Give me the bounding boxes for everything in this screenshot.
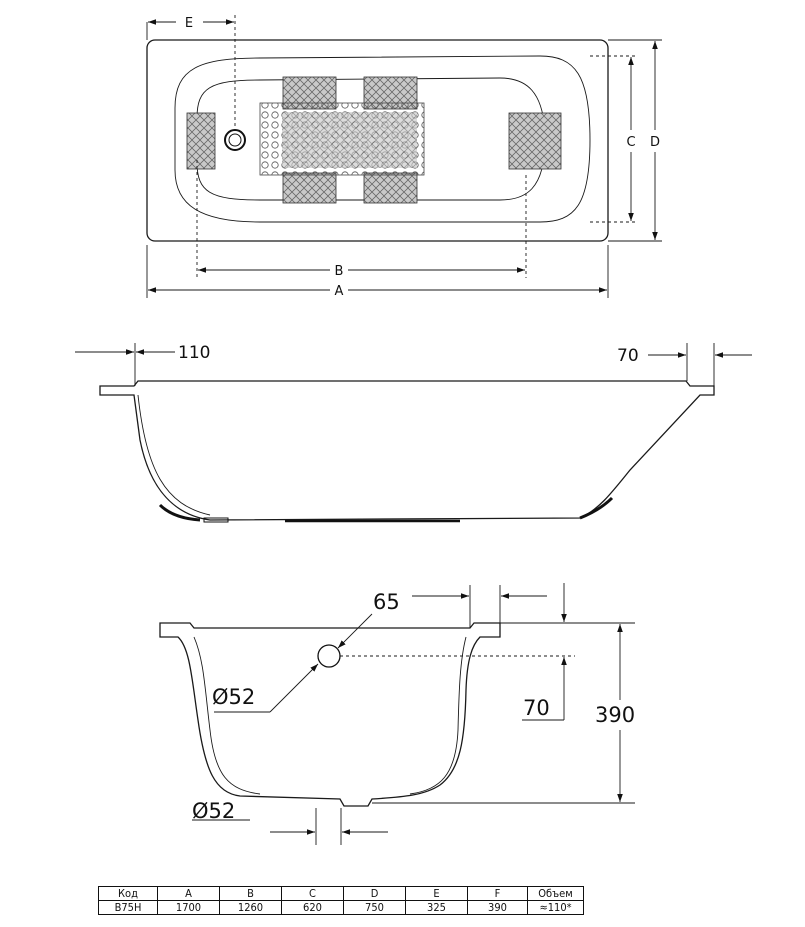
antislip-bottom-2 [363, 172, 418, 204]
overflow-hole [317, 644, 341, 668]
spec-cell-e: 325 [405, 900, 468, 915]
spec-cell-b: 1260 [219, 900, 282, 915]
label-right-rim: 70 [617, 346, 639, 366]
spec-header-f: F [467, 886, 528, 901]
antislip-right [508, 112, 562, 170]
spec-cell-code: B75H [98, 900, 158, 915]
spec-cell-c: 620 [281, 900, 344, 915]
side-view: 110 70 [75, 343, 752, 523]
spec-header-d: D [343, 886, 406, 901]
table-row: B75H 1700 1260 620 750 325 390 ≈110* [98, 900, 584, 915]
spec-cell-volume: ≈110* [527, 900, 584, 915]
antislip-left [186, 112, 216, 170]
spec-table: Код A B C D E F Объем B75H 1700 1260 620… [98, 886, 584, 915]
spec-header-volume: Объем [527, 886, 584, 901]
spec-cell-d: 750 [343, 900, 406, 915]
drain-hole-top [224, 129, 246, 151]
label-a: A [335, 284, 344, 299]
label-c: C [626, 135, 635, 150]
spec-cell-a: 1700 [157, 900, 220, 915]
label-e: E [185, 16, 193, 31]
tub-inner-top [174, 55, 591, 223]
label-left-rim: 110 [178, 343, 210, 363]
spec-header-c: C [281, 886, 344, 901]
label-b: B [335, 264, 344, 279]
spec-header-b: B [219, 886, 282, 901]
label-d: D [650, 135, 660, 150]
drain-hole-top-inner [228, 133, 242, 147]
antislip-bottom-1 [282, 172, 337, 204]
spec-header-a: A [157, 886, 220, 901]
label-overflow-height: 70 [523, 696, 550, 720]
spec-table-header-row: Код A B C D E F Объем [98, 886, 584, 901]
spec-cell-f: 390 [467, 900, 528, 915]
tub-outline-top [146, 39, 609, 242]
antislip-center-inner [282, 112, 417, 168]
end-view: 65 Ø52 70 390 Ø52 [159, 583, 635, 845]
spec-header-e: E [405, 886, 468, 901]
tub-profile-side [99, 380, 715, 521]
label-rim-width: 65 [373, 590, 400, 614]
tub-profile-end [159, 622, 501, 807]
label-depth: 390 [595, 703, 635, 727]
top-view: E C D B A [146, 15, 662, 299]
spec-header-code: Код [98, 886, 158, 901]
label-drain-diameter: Ø52 [192, 799, 235, 823]
label-overflow-diameter: Ø52 [212, 685, 255, 709]
